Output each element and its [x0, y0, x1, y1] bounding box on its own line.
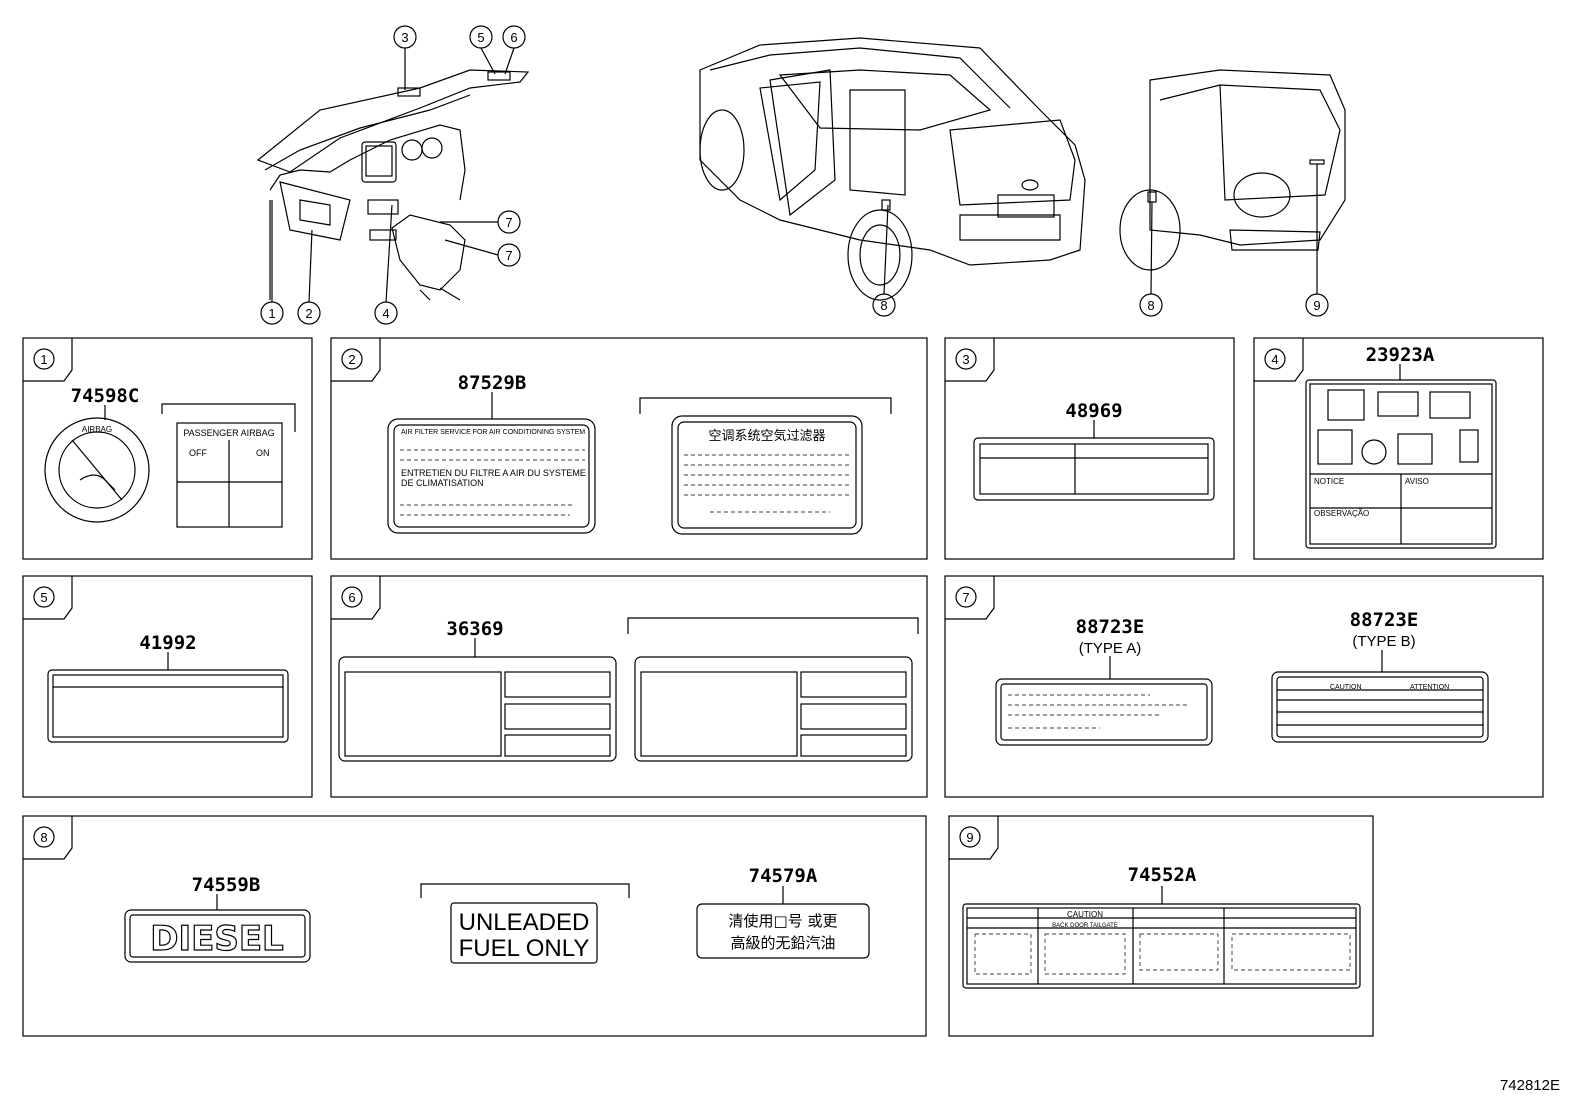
- panel-8-art: [124, 883, 870, 964]
- airbag-on-label: ON: [256, 448, 270, 458]
- panel-1-art: [44, 403, 296, 528]
- passenger-airbag-title: PASSENGER AIRBAG: [183, 428, 274, 438]
- panel-7-number: 7: [962, 590, 969, 605]
- panel-3-art: [973, 420, 1215, 501]
- panel-1-number: 1: [40, 352, 47, 367]
- air-filter-line-2: ENTRETIEN DU FILTRE A AIR DU SYSTEME: [401, 468, 586, 478]
- panel-6-art: [338, 617, 919, 762]
- panel-2-art: [387, 392, 892, 535]
- dashboard-illustration: [256, 69, 530, 301]
- panel-9-art: [962, 886, 1361, 989]
- panel-2-number: 2: [348, 352, 355, 367]
- unleaded-line-1: UNLEADED: [459, 909, 590, 936]
- rear-caution-label: CAUTION: [1067, 910, 1103, 919]
- type-b-label: (TYPE B): [1352, 633, 1415, 650]
- air-filter-cn-title: 空调系统空気过滤器: [708, 428, 825, 444]
- callout-4: 3: [401, 30, 408, 45]
- panel-6-number: 6: [348, 590, 355, 605]
- part-number-88723E-b: 88723E: [1350, 609, 1419, 631]
- aviso-label: AVISO: [1405, 477, 1429, 486]
- panel-4-art: [1305, 364, 1497, 549]
- notice-label: NOTICE: [1314, 477, 1344, 486]
- panel-4-number: 4: [1271, 352, 1278, 367]
- back-door-label: BACK DOOR TAILGATE: [1052, 923, 1118, 929]
- cn-fuel-line-2: 高級的无鉛汽油: [730, 934, 835, 952]
- part-number-23923A: 23923A: [1366, 344, 1435, 366]
- part-number-41992: 41992: [139, 632, 196, 654]
- part-number-88723E-a: 88723E: [1076, 616, 1145, 638]
- part-number-74559B: 74559B: [192, 874, 261, 896]
- airbag-off-label: OFF: [189, 448, 207, 458]
- panel-5-number: 5: [40, 590, 47, 605]
- diesel-text: DIESEL: [150, 919, 283, 959]
- part-number-36369: 36369: [446, 618, 503, 640]
- callout-5: 5: [477, 30, 484, 45]
- unleaded-line-2: FUEL ONLY: [459, 935, 590, 962]
- callout-2: 2: [305, 306, 312, 321]
- callout-1: 1: [268, 306, 275, 321]
- type-b-caution: CAUTION: [1330, 684, 1362, 691]
- air-filter-line-1: AIR FILTER SERVICE FOR AIR CONDITIONING …: [401, 429, 585, 436]
- panel-7-art: [995, 650, 1489, 746]
- part-number-74579A: 74579A: [749, 865, 818, 887]
- part-number-87529B: 87529B: [458, 372, 527, 394]
- panel-9-number: 9: [966, 830, 973, 845]
- type-a-label: (TYPE A): [1079, 640, 1142, 657]
- type-b-attention: ATTENTION: [1410, 684, 1449, 691]
- callout-8-front: 8: [880, 298, 887, 313]
- panel-frames: [22, 337, 1544, 1037]
- callout-3: 4: [382, 306, 389, 321]
- callout-6: 6: [510, 30, 517, 45]
- panel-3-number: 3: [962, 352, 969, 367]
- callout-7a: 7: [505, 215, 512, 230]
- callout-9: 9: [1313, 298, 1320, 313]
- air-filter-line-3: DE CLIMATISATION: [401, 478, 484, 488]
- part-number-48969: 48969: [1065, 400, 1122, 422]
- observacao-label: OBSERVAÇÃO: [1314, 509, 1369, 518]
- panel-5-art: [47, 652, 289, 743]
- panel-badges: [23, 338, 1304, 860]
- airbag-ring-text: AIRBAG: [82, 425, 112, 434]
- vehicle-rear-illustration: [1119, 69, 1346, 317]
- callout-8-rear: 8: [1147, 298, 1154, 313]
- dashboard-callouts: [260, 25, 526, 325]
- callout-7b: 7: [505, 248, 512, 263]
- cn-fuel-line-1: 清使用□号 或更: [729, 912, 838, 930]
- panel-8-number: 8: [40, 830, 47, 845]
- figure-id: 742812E: [1500, 1077, 1560, 1094]
- part-number-74598C: 74598C: [71, 385, 140, 407]
- part-number-74552A: 74552A: [1128, 864, 1197, 886]
- vehicle-illustration: [699, 37, 1086, 317]
